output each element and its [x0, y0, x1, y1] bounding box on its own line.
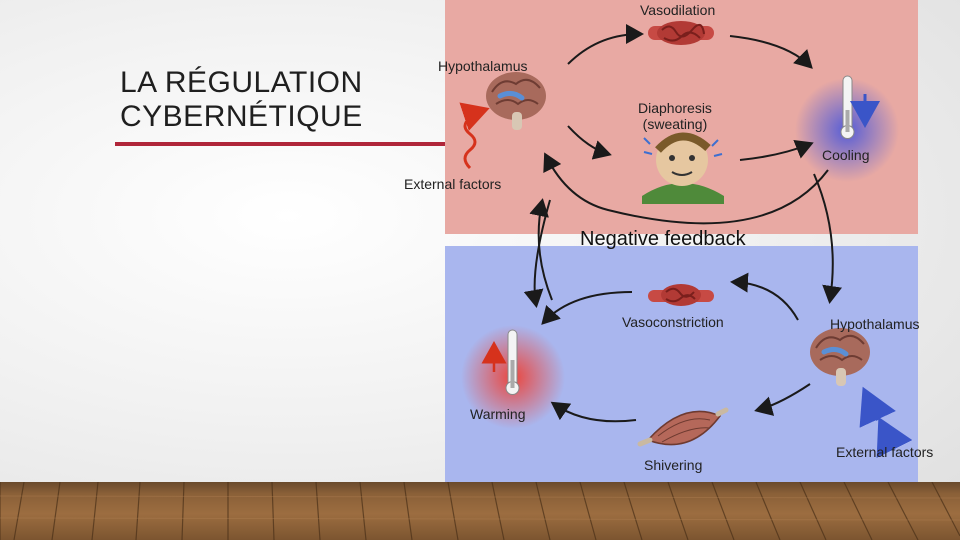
external-factors-blue-arrow [876, 416, 913, 458]
flow-arrow [529, 198, 553, 301]
flow-arrow [567, 125, 612, 160]
flow-arrow [730, 272, 799, 321]
cooling-label: Cooling [822, 147, 870, 163]
warming-label: Warming [470, 406, 526, 422]
brain-icon [810, 328, 870, 386]
vasodilation-label: Vasodilation [640, 2, 716, 18]
negative-feedback-diagram: Vasodilation Hypothalamus Diaphoresis (s… [400, 0, 960, 482]
flow-arrow [739, 139, 814, 161]
flow-arrow [813, 173, 842, 304]
hypothalamus-top-label: Hypothalamus [438, 58, 528, 74]
negative-feedback-label: Negative feedback [580, 228, 746, 250]
title-underline [115, 142, 445, 146]
hypothalamus-bottom-label: Hypothalamus [830, 316, 920, 332]
wood-floor-background [0, 482, 960, 540]
sweating-person-icon [642, 132, 724, 204]
external-factors-top-label: External factors [404, 176, 502, 192]
flow-arrow [541, 291, 633, 325]
flow-arrow [550, 401, 637, 423]
external-factors-bottom-label: External factors [836, 444, 934, 460]
slide-title: LA RÉGULATION CYBERNÉTIQUE [120, 66, 363, 133]
diagram-canvas [445, 0, 918, 482]
vasodilation-vessel-icon [648, 21, 714, 45]
external-factors-red-arrow [459, 102, 490, 170]
thermometer-warming-icon [505, 329, 520, 395]
diaphoresis-label: Diaphoresis (sweating) [638, 100, 712, 132]
shivering-muscle-icon [637, 407, 729, 447]
shivering-label: Shivering [644, 457, 703, 473]
vasoconstriction-vessel-icon [648, 284, 714, 306]
flow-arrow [543, 152, 829, 225]
external-factors-blue-arrow [859, 386, 896, 428]
thermometer-cooling-icon [840, 75, 855, 139]
flow-arrow [754, 383, 811, 416]
vasoconstriction-label: Vasoconstriction [622, 314, 724, 330]
brain-icon [486, 72, 546, 130]
flow-arrow [567, 24, 644, 65]
flow-arrow [729, 35, 813, 69]
